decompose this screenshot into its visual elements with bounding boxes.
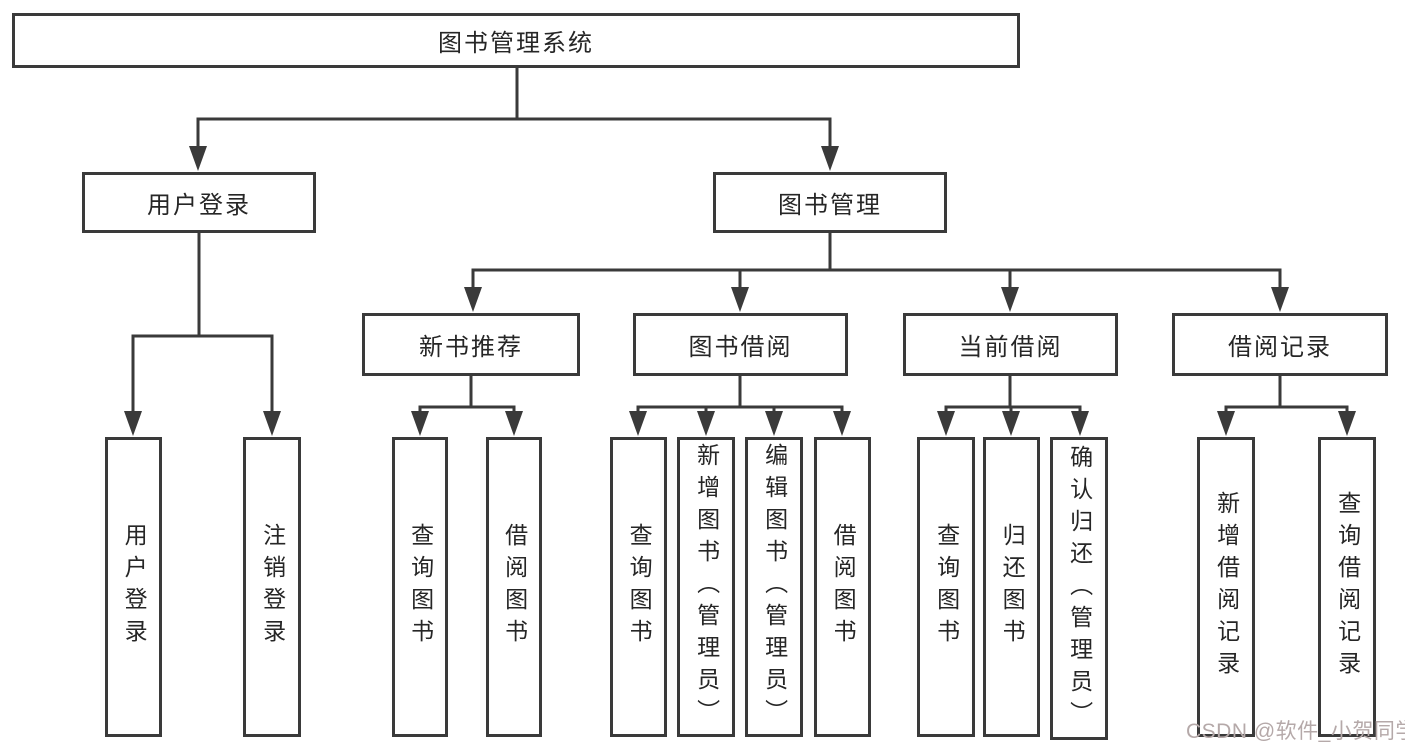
connector-borrow-children [636,375,844,416]
leaf-rec-query-books: 查询图书 [392,437,448,737]
leaf-current-return-books: 归还图书 [983,437,1040,737]
leaf-logout: 注销登录 [243,437,301,737]
leaf-user-login: 用户登录 [105,437,162,737]
node-book-borrow: 图书借阅 [633,313,848,376]
leaf-records-add-record: 新增借阅记录 [1197,437,1255,737]
node-root: 图书管理系统 [12,13,1020,68]
connector-rec-children [418,375,516,416]
arrowhead [1217,411,1356,436]
arrowhead [464,287,1289,312]
node-book-mgmt: 图书管理 [713,172,947,233]
node-borrow-records: 借阅记录 [1172,313,1388,376]
leaf-current-query-books: 查询图书 [917,437,975,737]
leaf-borrow-borrow-books: 借阅图书 [814,437,871,737]
connector-root-to-level1 [196,67,832,152]
arrowhead [937,411,1089,436]
arrowhead [189,146,839,171]
leaf-borrow-add-books-admin: 新增图书（管理员） [677,437,735,737]
arrowhead [629,411,851,436]
connector-current-children [944,375,1082,416]
node-user-login: 用户登录 [82,172,316,233]
leaf-borrow-query-books: 查询图书 [610,437,667,737]
connector-mgmt-groups [471,232,1282,292]
connector-login-children [131,232,274,416]
leaf-borrow-edit-books-admin: 编辑图书（管理员） [745,437,803,737]
watermark: CSDN @软件_小贺同学 [1186,720,1405,743]
leaf-current-confirm-return-admin: 确认归还（管理员） [1050,437,1108,740]
leaf-rec-borrow-books: 借阅图书 [486,437,542,737]
connector-records-children [1224,375,1349,416]
leaf-records-query-record: 查询借阅记录 [1318,437,1376,737]
node-current-borrow: 当前借阅 [903,313,1118,376]
node-new-book-rec: 新书推荐 [362,313,580,376]
arrowhead [411,411,523,436]
arrowhead [124,411,281,436]
